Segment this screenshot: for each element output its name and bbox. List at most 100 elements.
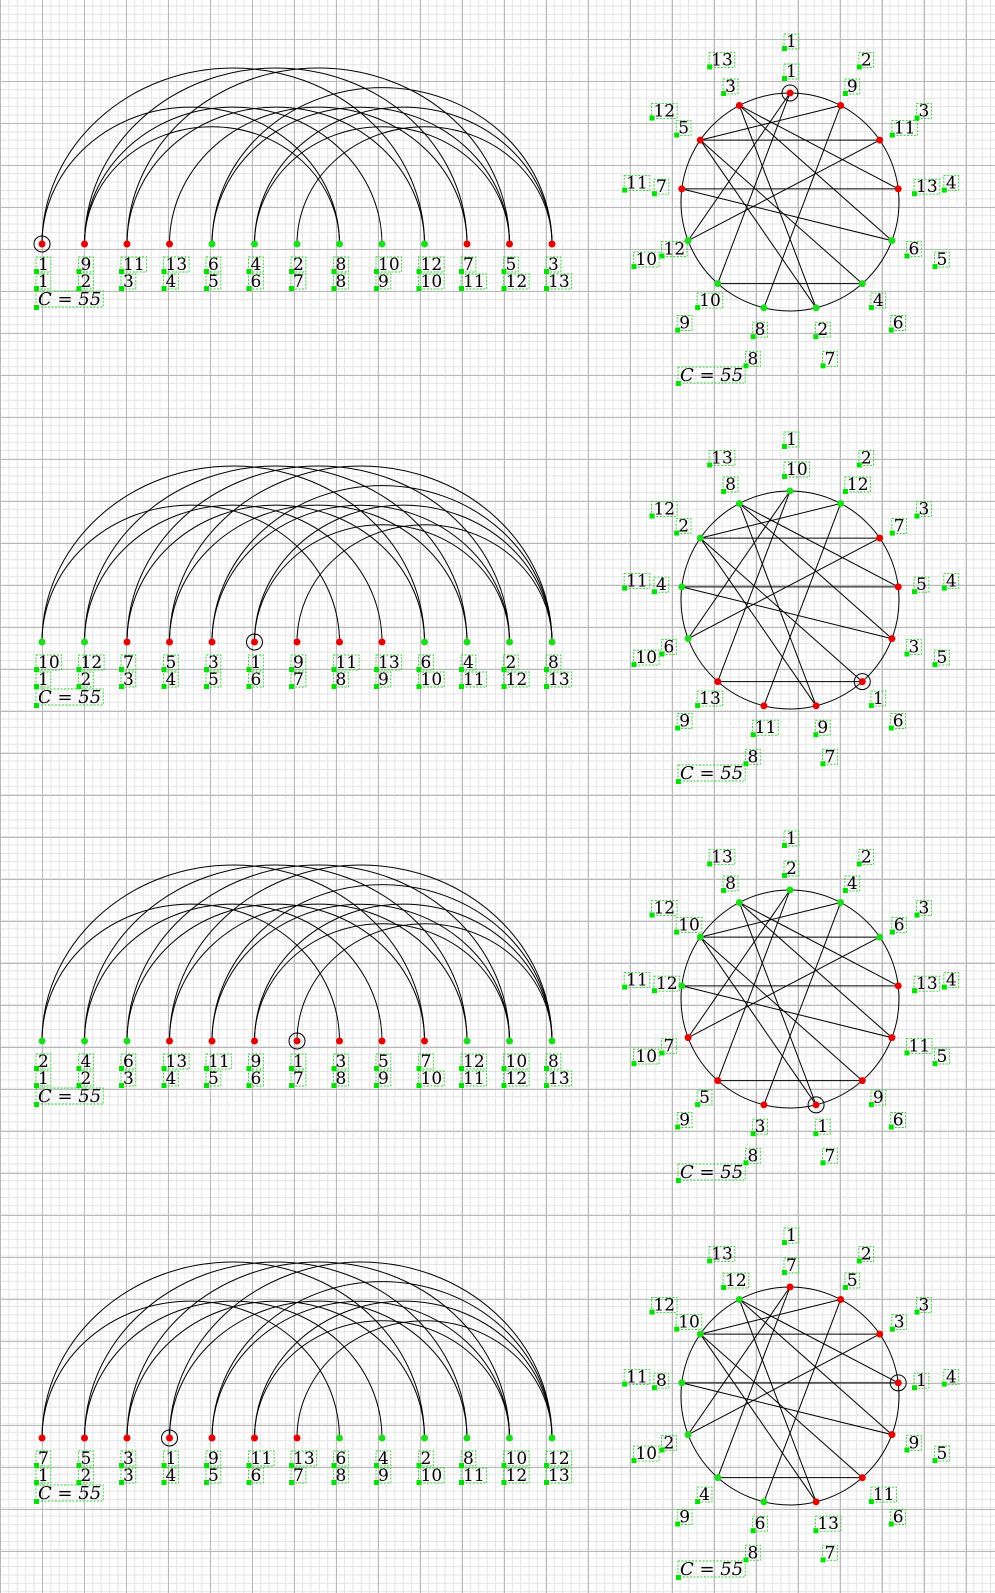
node-label: 12	[76, 653, 105, 673]
node-label-anchor	[204, 1066, 209, 1071]
circle-node-dot	[684, 1431, 692, 1439]
circle-node-label-text: 10	[699, 291, 721, 311]
circle-node-label-box	[814, 1118, 831, 1135]
position-label-anchor	[501, 1480, 507, 1485]
node-label-anchor	[204, 269, 209, 274]
circle-position-label: 5	[932, 648, 950, 668]
cost-label-text: C = 55	[38, 289, 101, 310]
position-label-text: 2	[81, 1466, 92, 1486]
position-label-text: 6	[251, 1466, 262, 1486]
circle-node-label-anchor	[659, 651, 665, 657]
circle-node-dot	[696, 933, 704, 941]
position-label-anchor	[246, 1083, 252, 1088]
circle-position-label-text: 8	[747, 747, 758, 767]
node-label-anchor	[34, 667, 39, 672]
node-label: 13	[161, 1052, 190, 1072]
circle-node-label-anchor	[842, 91, 848, 97]
circle-position-label-box	[916, 501, 932, 517]
node-label-box	[333, 256, 349, 273]
node-label-text: 11	[208, 1052, 230, 1072]
circle-node-label-anchor	[904, 1447, 910, 1453]
position-label-text: 12	[506, 1069, 528, 1089]
circle-position-label-anchor	[707, 861, 713, 867]
circle-position-label-anchor	[782, 1240, 787, 1245]
chord-edge	[739, 105, 893, 242]
node-label-box	[545, 1053, 562, 1070]
circle-node-label-box	[913, 975, 941, 992]
chord-edge	[739, 1299, 893, 1436]
position-label-box	[545, 671, 573, 688]
circle-position-label-box	[916, 103, 932, 119]
node-label-text: 12	[548, 1449, 570, 1469]
circle-node-label-box	[906, 1038, 933, 1054]
position-label-text: 10	[421, 1466, 443, 1486]
node-label-anchor	[416, 1066, 422, 1071]
circle-position-label-anchor	[856, 861, 862, 867]
circle-position-label-box	[916, 900, 932, 916]
circle-node-label-text: 12	[847, 475, 869, 495]
node-label-text: 7	[421, 1052, 432, 1072]
circle-cost-label-box	[677, 1560, 746, 1578]
position-label-anchor	[416, 286, 422, 291]
circle-position-label-box	[822, 748, 838, 765]
circle-node-dot	[678, 583, 686, 591]
circle-node-label-anchor	[889, 929, 895, 935]
circle-node-label-box	[870, 1089, 887, 1106]
position-label: 1	[34, 670, 52, 690]
circle-node-label-text: 8	[656, 1371, 667, 1391]
node-dot	[548, 1434, 556, 1442]
position-label-box	[78, 1070, 94, 1087]
position-label: 12	[501, 670, 530, 690]
arc-edge	[126, 864, 510, 1042]
selected-node-ring	[288, 1032, 306, 1050]
position-label-anchor	[374, 286, 379, 291]
circle-node-label-text: 7	[786, 1256, 797, 1276]
position-label-text: 12	[506, 1466, 528, 1486]
circle-node-label: 12	[842, 475, 871, 495]
position-label-box	[120, 671, 137, 688]
node-label-text: 6	[123, 1052, 134, 1072]
node-dot	[463, 240, 471, 248]
node-label: 13	[374, 653, 403, 673]
circle-position-label-anchor	[941, 1381, 947, 1387]
position-label-anchor	[161, 1083, 167, 1088]
chord-edge	[739, 902, 899, 987]
node-label-box	[78, 654, 105, 671]
circle-node-label: 1	[813, 1117, 831, 1137]
node-dot	[421, 240, 428, 248]
position-label-text: 6	[251, 272, 262, 292]
node-label-box	[290, 654, 307, 671]
node-label: 8	[459, 1449, 477, 1469]
circle-node-label: 1	[912, 1371, 930, 1391]
circle-node-label: 6	[750, 1514, 768, 1534]
circle-cost-label-text: C = 55	[680, 365, 743, 386]
position-label: 7	[289, 1466, 307, 1486]
circle-node-label-text: 5	[678, 119, 689, 139]
arc-edge	[254, 1320, 510, 1439]
arc-edge	[211, 504, 510, 643]
circle-node-label: 9	[868, 1088, 887, 1108]
circle-node-label-box	[661, 1435, 677, 1451]
circle-position-label: 3	[914, 102, 932, 122]
node-label-anchor	[161, 1066, 167, 1071]
arc-edge	[126, 106, 425, 245]
chord-edge	[739, 105, 899, 190]
arc-edge	[254, 1300, 553, 1439]
circle-node-label: 2	[782, 859, 800, 879]
node-label-text: 10	[38, 653, 60, 673]
node-label: 11	[119, 255, 148, 275]
position-label-text: 7	[293, 670, 304, 690]
circle-node-label-text: 12	[725, 1271, 747, 1291]
circle-position-label: 13	[707, 847, 736, 867]
node-label-text: 1	[166, 1449, 177, 1469]
circle-position-label-anchor	[622, 187, 628, 193]
cost-label-text: C = 55	[38, 687, 101, 708]
position-label-anchor	[76, 286, 82, 291]
node-label-box	[290, 256, 307, 273]
node-label-anchor	[119, 1463, 124, 1468]
position-label-text: 9	[378, 272, 389, 292]
position-label: 4	[161, 1069, 179, 1089]
position-label: 10	[416, 670, 445, 690]
circle-node-dot	[678, 982, 686, 990]
position-label-box	[205, 1070, 222, 1087]
